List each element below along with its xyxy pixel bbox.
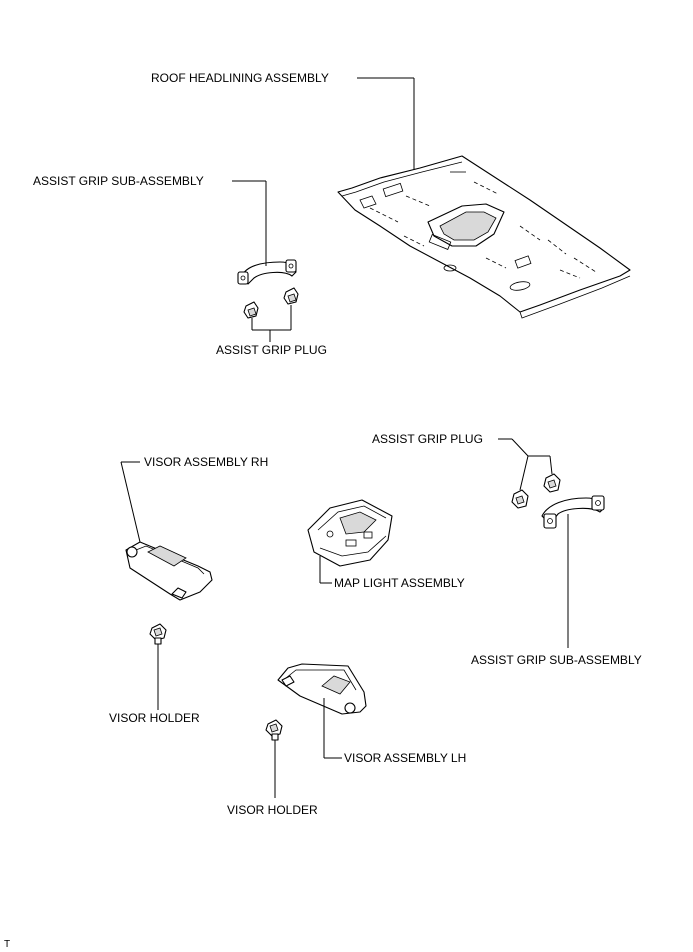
visor-lh-label: VISOR ASSEMBLY LH: [344, 751, 466, 765]
assist-grip-plug-top-drawing: [243, 287, 299, 319]
roof-headlining-drawing: [337, 155, 631, 319]
visor-rh-label: VISOR ASSEMBLY RH: [144, 455, 268, 469]
assist-grip-plug-right-leader: [498, 438, 553, 491]
visor-lh-drawing: [277, 663, 367, 715]
assist-grip-plug-right-label: ASSIST GRIP PLUG: [372, 432, 483, 446]
visor-lh-leader: [323, 698, 342, 759]
roof-headlining-label: ROOF HEADLINING ASSEMBLY: [151, 71, 329, 85]
visor-holder-bottom-label: VISOR HOLDER: [227, 803, 318, 817]
map-light-label: MAP LIGHT ASSEMBLY: [334, 576, 465, 590]
visor-holder-left-drawing: [149, 623, 167, 645]
assist-grip-top-drawing: [237, 259, 297, 285]
assist-grip-right-drawing: [541, 495, 605, 529]
visor-holder-bottom-drawing: [265, 719, 283, 741]
assist-grip-plug-top-leader: [251, 305, 292, 342]
assist-grip-sub-right-label: ASSIST GRIP SUB-ASSEMBLY: [471, 653, 642, 667]
map-light-leader: [319, 556, 332, 584]
assist-grip-plug-top-label: ASSIST GRIP PLUG: [216, 343, 327, 357]
visor-holder-left-label: VISOR HOLDER: [109, 711, 200, 725]
map-light-drawing: [307, 499, 393, 567]
assist-grip-sub-top-label: ASSIST GRIP SUB-ASSEMBLY: [33, 174, 204, 188]
visor-rh-drawing: [125, 541, 213, 601]
assist-grip-plug-right-drawing: [511, 473, 561, 509]
corner-mark: T: [4, 939, 10, 950]
